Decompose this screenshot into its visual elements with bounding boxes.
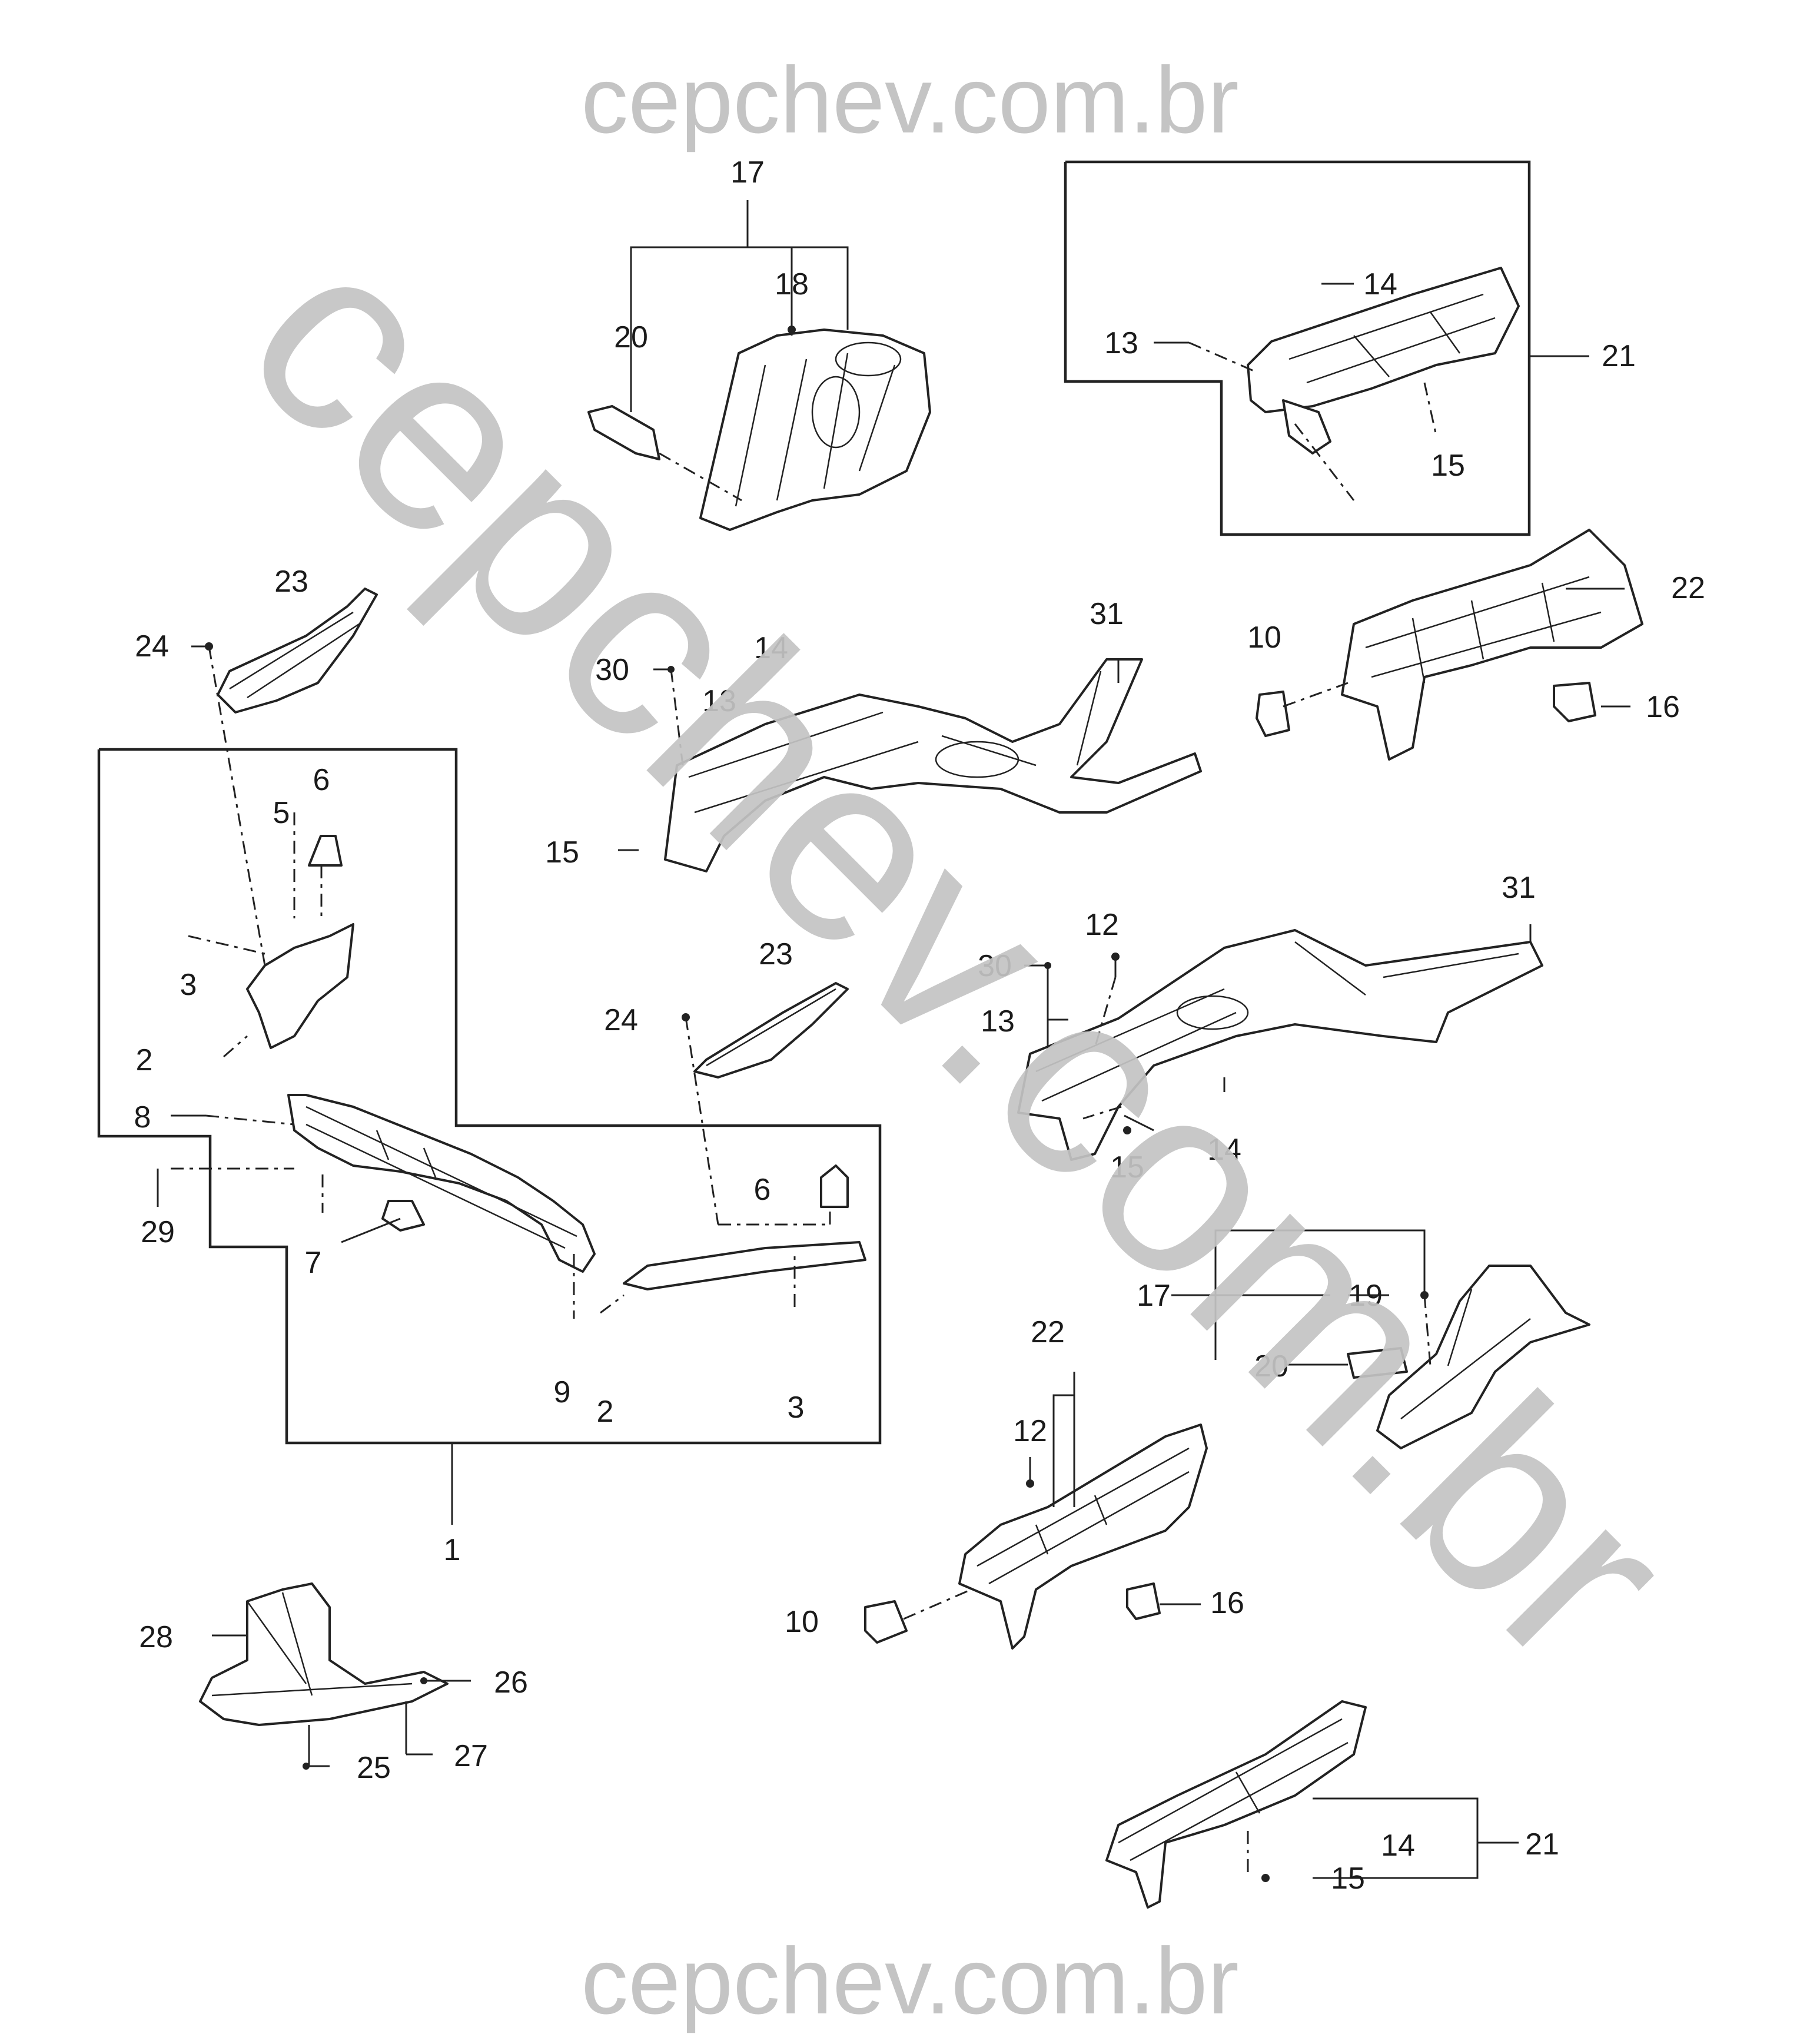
callout-13-lower-rail: 13: [981, 1004, 1015, 1038]
callout-7: 7: [305, 1246, 322, 1280]
callout-14-lower-rail: 14: [1207, 1133, 1241, 1167]
fastener-18: [788, 326, 796, 334]
leader-lines: [157, 200, 1630, 1879]
callout-15-bottom: 15: [1331, 1862, 1365, 1896]
callout-9: 9: [554, 1375, 571, 1409]
watermark-top: cepchev.com.br: [581, 47, 1239, 152]
part-23-brace-center: [693, 982, 849, 1079]
callout-6-center: 6: [754, 1173, 771, 1207]
callout-17-top: 17: [730, 155, 765, 190]
callout-24-center: 24: [604, 1003, 638, 1037]
callout-10-bottom: 10: [785, 1605, 819, 1639]
fastener-25: [303, 1763, 310, 1770]
part-31-frame-rail-upper: [664, 658, 1202, 872]
part-21-rail-section-top: [1247, 267, 1520, 454]
callout-14-bottom: 14: [1381, 1829, 1415, 1863]
fastener-15-bottom: [1261, 1874, 1270, 1882]
callout-19: 19: [1349, 1279, 1383, 1313]
callout-31-upper: 31: [1090, 597, 1124, 631]
callout-17-bottom: 17: [1137, 1279, 1171, 1313]
callout-20-top: 20: [614, 320, 648, 354]
callout-3-left: 3: [180, 968, 197, 1002]
part-17-wheelhouse-upper: [587, 328, 931, 531]
callout-30-upper: 30: [595, 653, 629, 687]
callout-15-upper-rail: 15: [545, 835, 579, 870]
fastener-26: [420, 1677, 427, 1684]
callout-5: 5: [273, 796, 290, 830]
part-22-rail-assembly-right: [1256, 529, 1643, 761]
part-1-crossmember-assembly: [246, 835, 866, 1290]
watermark-bottom: cepchev.com.br: [581, 1928, 1239, 2033]
fastener-24-left: [205, 642, 213, 651]
callout-12-bottom: 12: [1013, 1414, 1047, 1448]
callout-8: 8: [134, 1100, 151, 1134]
callout-27: 27: [454, 1739, 488, 1773]
callout-13-box-top: 13: [1104, 326, 1138, 360]
callout-30-lower: 30: [978, 949, 1012, 983]
callout-22-right: 22: [1671, 571, 1705, 605]
callout-21-top: 21: [1602, 339, 1636, 373]
callout-28: 28: [139, 1620, 173, 1654]
callouts: 17 18 20 14 13 21 15 23 24 31 30 14 13 1…: [134, 155, 1705, 1896]
fastener-15-lower-rail: [1123, 1126, 1131, 1134]
callout-15-lower-rail: 15: [1110, 1150, 1144, 1184]
callout-16-right: 16: [1646, 690, 1680, 724]
part-22-rail-assembly-lower: [864, 1424, 1208, 1650]
part-17-wheelhouse-lower: [1347, 1265, 1590, 1449]
fasteners: [205, 326, 1429, 1882]
fastener-30-upper: [667, 666, 675, 673]
part-21-rail-section-bottom: [1105, 1700, 1367, 1909]
fastener-24-center: [682, 1013, 690, 1021]
box-frame-1: [97, 748, 882, 1445]
callout-14-box-top: 14: [1363, 267, 1397, 301]
callout-16-bottom: 16: [1210, 1586, 1244, 1620]
callout-21-bottom: 21: [1525, 1827, 1559, 1862]
callout-10-right: 10: [1247, 620, 1281, 655]
fastener-12-right: [1026, 1479, 1034, 1488]
callout-24-left: 24: [135, 629, 169, 663]
callout-23-center: 23: [759, 937, 793, 971]
callout-15-box-top: 15: [1431, 449, 1465, 483]
callout-18: 18: [775, 267, 809, 301]
part-31-frame-rail-lower: [1017, 929, 1543, 1161]
callout-20-bottom: 20: [1254, 1349, 1288, 1383]
callout-26: 26: [494, 1665, 528, 1700]
callout-13-upper-rail: 13: [702, 684, 736, 718]
callout-2-left: 2: [136, 1043, 153, 1077]
fastener-30-lower: [1044, 962, 1051, 969]
callout-29: 29: [141, 1215, 175, 1249]
callout-31-lower: 31: [1502, 871, 1536, 905]
fastener-12-lower-rail: [1111, 953, 1120, 961]
callout-1: 1: [444, 1533, 461, 1567]
frames: [97, 160, 1531, 1445]
part-28-splash-shield: [199, 1582, 449, 1726]
callout-6-left: 6: [313, 763, 330, 797]
callout-12-lower-rail: 12: [1085, 908, 1119, 942]
box-frame-21-top: [1064, 160, 1531, 536]
callout-25: 25: [357, 1751, 391, 1785]
callout-14-upper-rail: 14: [754, 631, 788, 665]
callout-22-bottom: 22: [1031, 1315, 1065, 1349]
callout-3-center: 3: [788, 1391, 805, 1425]
callout-2-center: 2: [597, 1395, 614, 1429]
fastener-19: [1420, 1291, 1429, 1299]
part-23-brace-left: [217, 588, 378, 714]
callout-23-left: 23: [274, 565, 308, 599]
